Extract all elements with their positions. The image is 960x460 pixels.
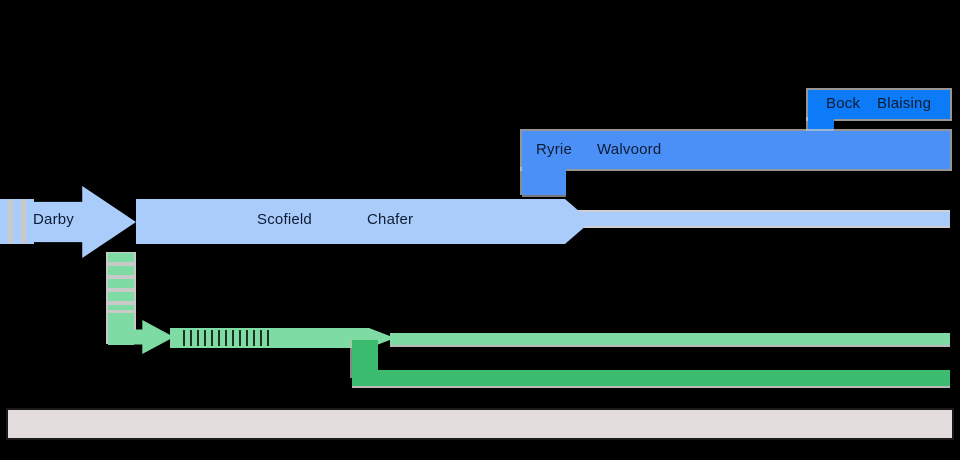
green-branch-continuation bbox=[390, 333, 950, 345]
label-blaising: Blaising bbox=[877, 95, 932, 112]
green-column-segment-2 bbox=[108, 266, 134, 275]
label-ryrie: Ryrie bbox=[536, 141, 573, 158]
lane-scofield-continuation bbox=[560, 212, 950, 226]
label-bock: Bock bbox=[826, 95, 861, 112]
lane-ryrie-walvoord-bar[interactable] bbox=[522, 131, 950, 169]
green-column-segment-3 bbox=[108, 279, 134, 288]
green-column-segment-1 bbox=[108, 253, 134, 262]
lane-ryrie-walvoord-descender bbox=[522, 167, 566, 195]
green-column-segment-4 bbox=[108, 292, 134, 301]
label-walvoord: Walvoord bbox=[597, 141, 662, 158]
label-chafer: Chafer bbox=[367, 211, 414, 228]
label-darby: Darby bbox=[33, 211, 75, 228]
lane-scofield-chafer-bar[interactable] bbox=[136, 199, 591, 244]
label-scofield: Scofield bbox=[257, 211, 312, 228]
green-bar-unrendered-text bbox=[183, 330, 269, 346]
lane-bock-blaising-bar[interactable] bbox=[808, 90, 950, 119]
tick-stripe-1 bbox=[0, 199, 8, 244]
bottom-axis-bar[interactable] bbox=[6, 408, 954, 440]
tick-stripe-2 bbox=[13, 199, 21, 244]
lane-bock-blaising-descender bbox=[808, 117, 834, 134]
green-column-segment-5 bbox=[108, 305, 134, 310]
tick-stripe-3 bbox=[26, 199, 34, 244]
lane-green-lower-bar[interactable] bbox=[352, 370, 950, 386]
